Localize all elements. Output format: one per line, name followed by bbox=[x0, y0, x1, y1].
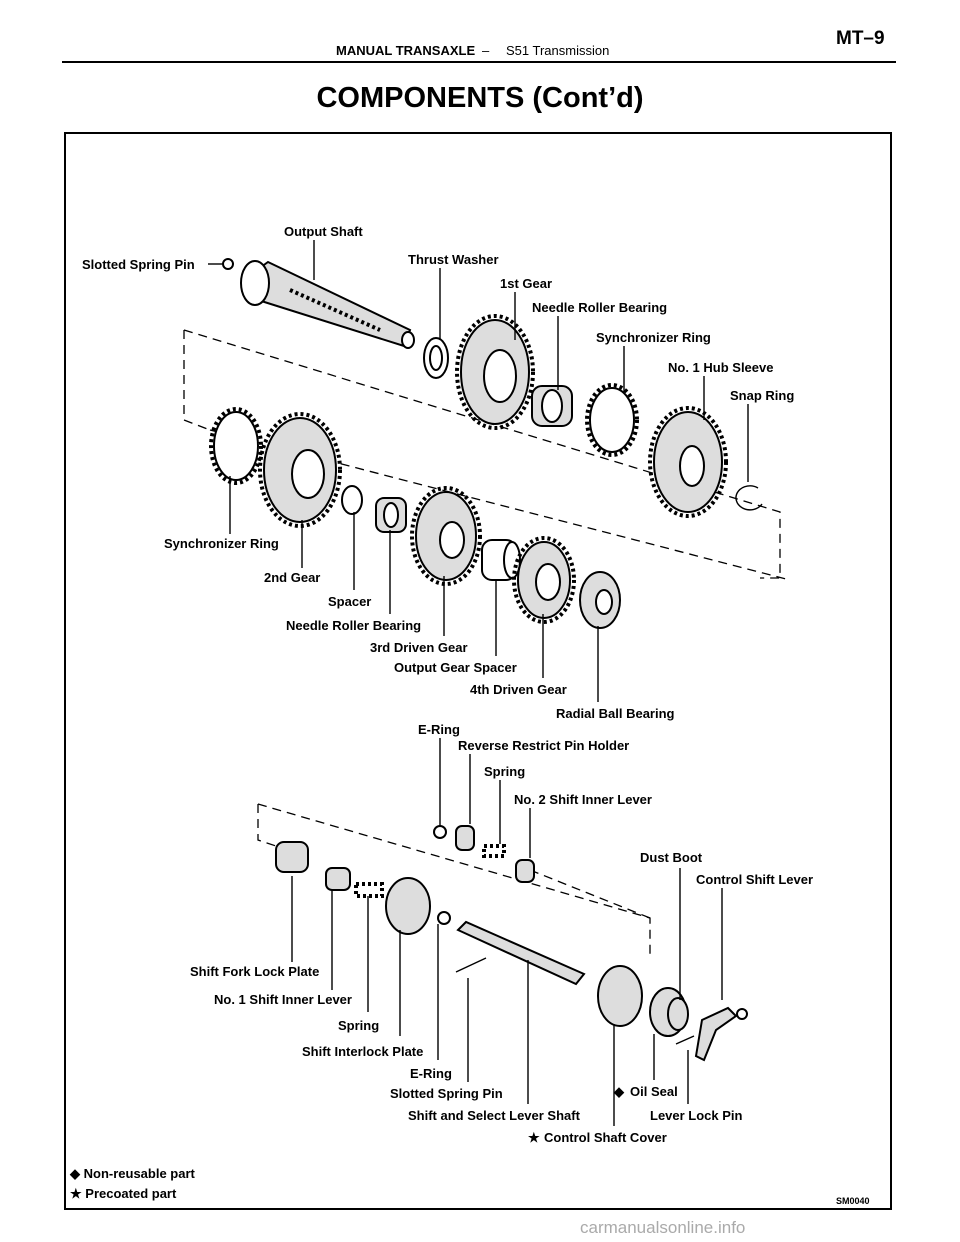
reverse-restrict-pin-holder-part bbox=[455, 825, 475, 851]
label-lever-lock-pin: Lever Lock Pin bbox=[650, 1108, 743, 1123]
label-shift-interlock-plate: Shift Interlock Plate bbox=[302, 1044, 423, 1059]
label-no1-shift-inner-lever: No. 1 Shift Inner Lever bbox=[214, 992, 352, 1007]
header-section: MANUAL TRANSAXLE bbox=[336, 43, 476, 58]
needle-roller-bearing-top-part bbox=[531, 385, 573, 427]
shift-interlock-plate-part bbox=[385, 877, 431, 935]
label-output-shaft: Output Shaft bbox=[284, 224, 363, 239]
page-code: MT–9 bbox=[836, 28, 885, 49]
label-control-shift-lever: Control Shift Lever bbox=[696, 872, 813, 887]
no1-shift-inner-lever-part bbox=[325, 867, 351, 891]
e-ring-bottom-part bbox=[437, 911, 451, 925]
label-first-gear: 1st Gear bbox=[500, 276, 552, 291]
fourth-driven-gear-part bbox=[512, 536, 576, 624]
slotted-spring-pin-part bbox=[222, 258, 234, 270]
synchronizer-ring-left-part bbox=[209, 407, 263, 485]
e-ring-top-part bbox=[433, 825, 447, 839]
radial-ball-bearing-part bbox=[579, 571, 621, 629]
slotted-spring-pin-bottom-part bbox=[455, 957, 487, 973]
third-driven-gear-part bbox=[410, 486, 482, 586]
label-needle-roller-bearing-mid: Needle Roller Bearing bbox=[286, 618, 421, 633]
non-reusable-icon: ◆ bbox=[70, 1166, 80, 1181]
label-no1-hub-sleeve: No. 1 Hub Sleeve bbox=[668, 360, 773, 375]
label-spring-bottom: Spring bbox=[338, 1018, 379, 1033]
label-needle-roller-bearing-top: Needle Roller Bearing bbox=[532, 300, 667, 315]
legend-precoated-text: Precoated part bbox=[85, 1186, 177, 1201]
control-shaft-cover-part bbox=[597, 965, 643, 1027]
page-title: COMPONENTS (Cont’d) bbox=[316, 82, 644, 114]
precoated-mark-control-shaft-cover: ★ bbox=[528, 1130, 540, 1145]
dust-boot-part bbox=[667, 997, 689, 1031]
label-spring-top: Spring bbox=[484, 764, 525, 779]
header-dash: – bbox=[482, 43, 490, 58]
output-shaft-part bbox=[240, 260, 415, 349]
label-shift-fork-lock-plate: Shift Fork Lock Plate bbox=[190, 964, 319, 979]
control-shift-lever-part bbox=[694, 1006, 738, 1062]
first-gear-part bbox=[455, 314, 535, 430]
shift-fork-lock-plate-part bbox=[275, 841, 309, 873]
label-thrust-washer: Thrust Washer bbox=[408, 252, 499, 267]
label-spacer: Spacer bbox=[328, 594, 371, 609]
snap-ring-part bbox=[735, 485, 763, 511]
spring-top-part bbox=[482, 844, 506, 858]
label-synchronizer-ring-left: Synchronizer Ring bbox=[164, 536, 279, 551]
guide-line-upper bbox=[183, 330, 211, 431]
needle-roller-bearing-mid-part bbox=[375, 497, 407, 533]
label-snap-ring: Snap Ring bbox=[730, 388, 794, 403]
label-control-shaft-cover: Control Shaft Cover bbox=[544, 1130, 667, 1145]
label-reverse-restrict-pin-holder: Reverse Restrict Pin Holder bbox=[458, 738, 629, 753]
synchronizer-ring-top-part bbox=[585, 383, 639, 457]
guide-line-lower-diag2 bbox=[529, 869, 651, 919]
spring-bottom-part bbox=[354, 882, 384, 898]
legend-non-reusable-text: Non-reusable part bbox=[83, 1166, 195, 1181]
guide-line-lower bbox=[257, 804, 283, 849]
header-rule bbox=[62, 61, 896, 63]
label-shift-select-lever-shaft: Shift and Select Lever Shaft bbox=[408, 1108, 581, 1123]
non-reusable-mark-oil-seal: ◆ bbox=[613, 1084, 625, 1099]
diagram-frame bbox=[64, 132, 892, 1210]
label-synchronizer-ring-top: Synchronizer Ring bbox=[596, 330, 711, 345]
second-gear-part bbox=[258, 412, 342, 528]
label-third-driven-gear: 3rd Driven Gear bbox=[370, 640, 468, 655]
label-dust-boot: Dust Boot bbox=[640, 850, 703, 865]
watermark: carmanualsonline.info bbox=[580, 1218, 746, 1237]
label-output-gear-spacer: Output Gear Spacer bbox=[394, 660, 517, 675]
lever-lock-pin-part bbox=[675, 1035, 695, 1045]
output-gear-spacer-part bbox=[481, 539, 521, 581]
label-slotted-spring-pin-bottom: Slotted Spring Pin bbox=[390, 1086, 503, 1101]
label-slotted-spring-pin-top: Slotted Spring Pin bbox=[82, 257, 195, 272]
hub-sleeve-part bbox=[648, 406, 728, 518]
figure-code: SM0040 bbox=[836, 1196, 870, 1206]
header-subsection: S51 Transmission bbox=[506, 43, 610, 58]
legend-non-reusable: ◆ Non-reusable part bbox=[70, 1166, 195, 1182]
shift-select-lever-shaft-part bbox=[456, 920, 586, 986]
label-e-ring-top: E-Ring bbox=[418, 722, 460, 737]
label-oil-seal: Oil Seal bbox=[630, 1084, 678, 1099]
label-fourth-driven-gear: 4th Driven Gear bbox=[470, 682, 567, 697]
washer-part bbox=[736, 1008, 748, 1020]
label-e-ring-bottom: E-Ring bbox=[410, 1066, 452, 1081]
precoated-icon: ★ bbox=[70, 1186, 82, 1201]
label-no2-shift-inner-lever: No. 2 Shift Inner Lever bbox=[514, 792, 652, 807]
spacer-part bbox=[341, 485, 363, 515]
leader-lines bbox=[208, 240, 749, 1126]
label-second-gear: 2nd Gear bbox=[264, 570, 320, 585]
guide-line-lower-diag bbox=[257, 803, 651, 958]
label-radial-ball-bearing: Radial Ball Bearing bbox=[556, 706, 675, 721]
no2-shift-inner-lever-part bbox=[515, 859, 535, 883]
page-header: MANUAL TRANSAXLE – S51 Transmission MT–9 bbox=[0, 26, 960, 66]
guide-line-upper-diag2 bbox=[209, 429, 791, 581]
legend-precoated: ★ Precoated part bbox=[70, 1186, 176, 1202]
